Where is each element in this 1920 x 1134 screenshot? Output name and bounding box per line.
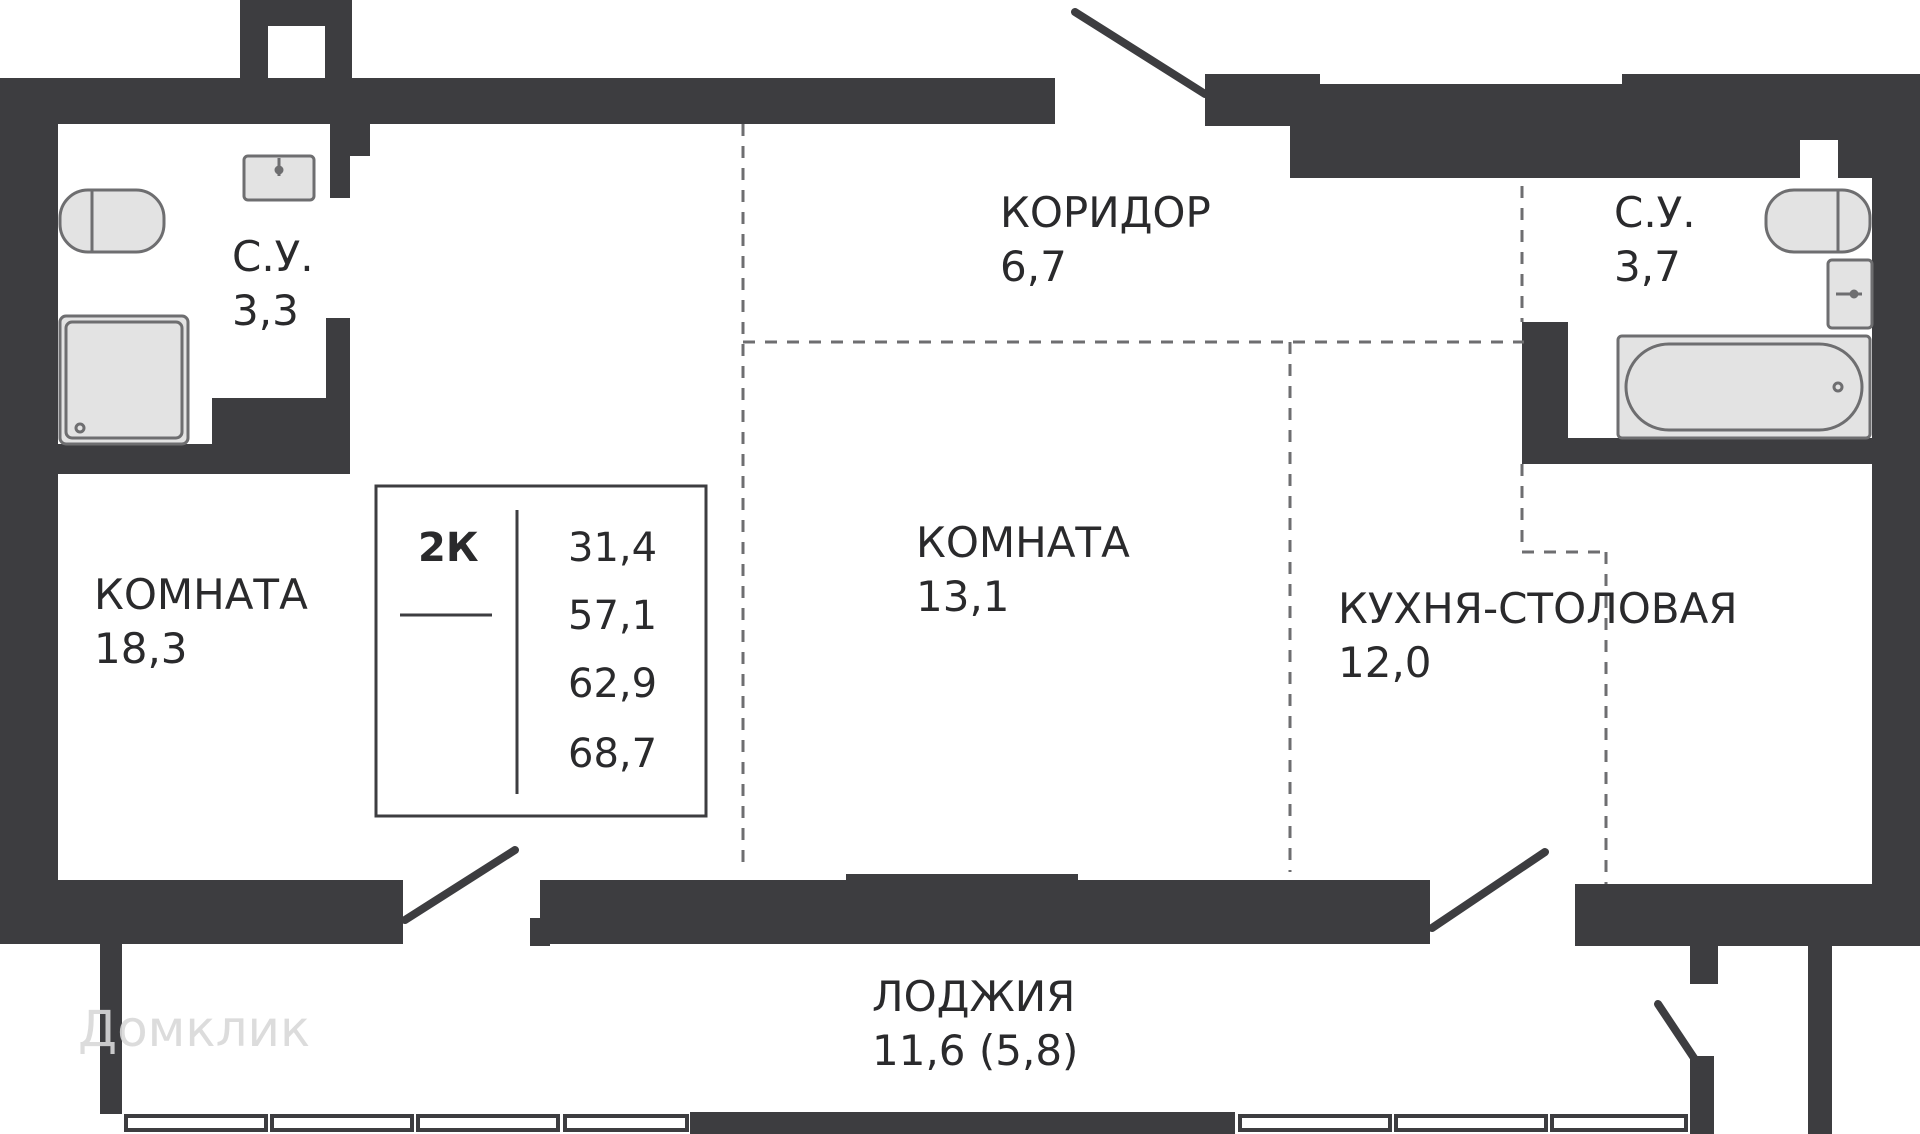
toilet-icon xyxy=(58,188,166,254)
room-label-room-left: КОМНАТА 18,3 xyxy=(94,568,308,676)
room-name: КОМНАТА xyxy=(916,518,1130,567)
room-area: 11,6 (5,8) xyxy=(872,1026,1079,1075)
room-label-room-center: КОМНАТА 13,1 xyxy=(916,516,1130,624)
summary-table xyxy=(374,484,708,818)
shower-tray-icon xyxy=(58,314,190,446)
toilet-icon xyxy=(1764,188,1872,254)
room-name: С.У. xyxy=(1614,188,1696,237)
room-area: 6,7 xyxy=(1000,242,1067,291)
area-value-total: 57,1 xyxy=(568,593,658,639)
apartment-type: 2К xyxy=(418,525,479,571)
plumbing-fixtures xyxy=(58,154,1874,446)
watermark: Домклик xyxy=(78,1000,311,1058)
area-value-full: 68,7 xyxy=(568,731,658,777)
room-name: КОМНАТА xyxy=(94,570,308,619)
room-area: 13,1 xyxy=(916,572,1010,621)
area-value-with-loggia: 62,9 xyxy=(568,661,658,707)
room-area: 3,3 xyxy=(232,286,299,335)
sink-icon xyxy=(242,154,316,202)
door-swings xyxy=(401,8,1702,1068)
room-name: КУХНЯ-СТОЛОВАЯ xyxy=(1338,584,1738,633)
room-name: КОРИДОР xyxy=(1000,188,1211,237)
room-label-kitchen: КУХНЯ-СТОЛОВАЯ 12,0 xyxy=(1338,582,1738,690)
bathtub-icon xyxy=(1616,334,1872,440)
room-name: С.У. xyxy=(232,232,314,281)
room-label-corridor: КОРИДОР 6,7 xyxy=(1000,186,1211,294)
room-label-loggia: ЛОДЖИЯ 11,6 (5,8) xyxy=(872,970,1078,1078)
room-area: 3,7 xyxy=(1614,242,1681,291)
room-area: 18,3 xyxy=(94,624,188,673)
partition-lines xyxy=(741,124,1608,884)
area-value-living: 31,4 xyxy=(568,525,658,571)
room-area: 12,0 xyxy=(1338,638,1432,687)
loggia-glazing xyxy=(124,1114,1688,1132)
room-name: ЛОДЖИЯ xyxy=(872,972,1076,1021)
room-label-bath-right: С.У. 3,7 xyxy=(1614,186,1696,294)
room-label-bath-left: С.У. 3,3 xyxy=(232,230,314,338)
